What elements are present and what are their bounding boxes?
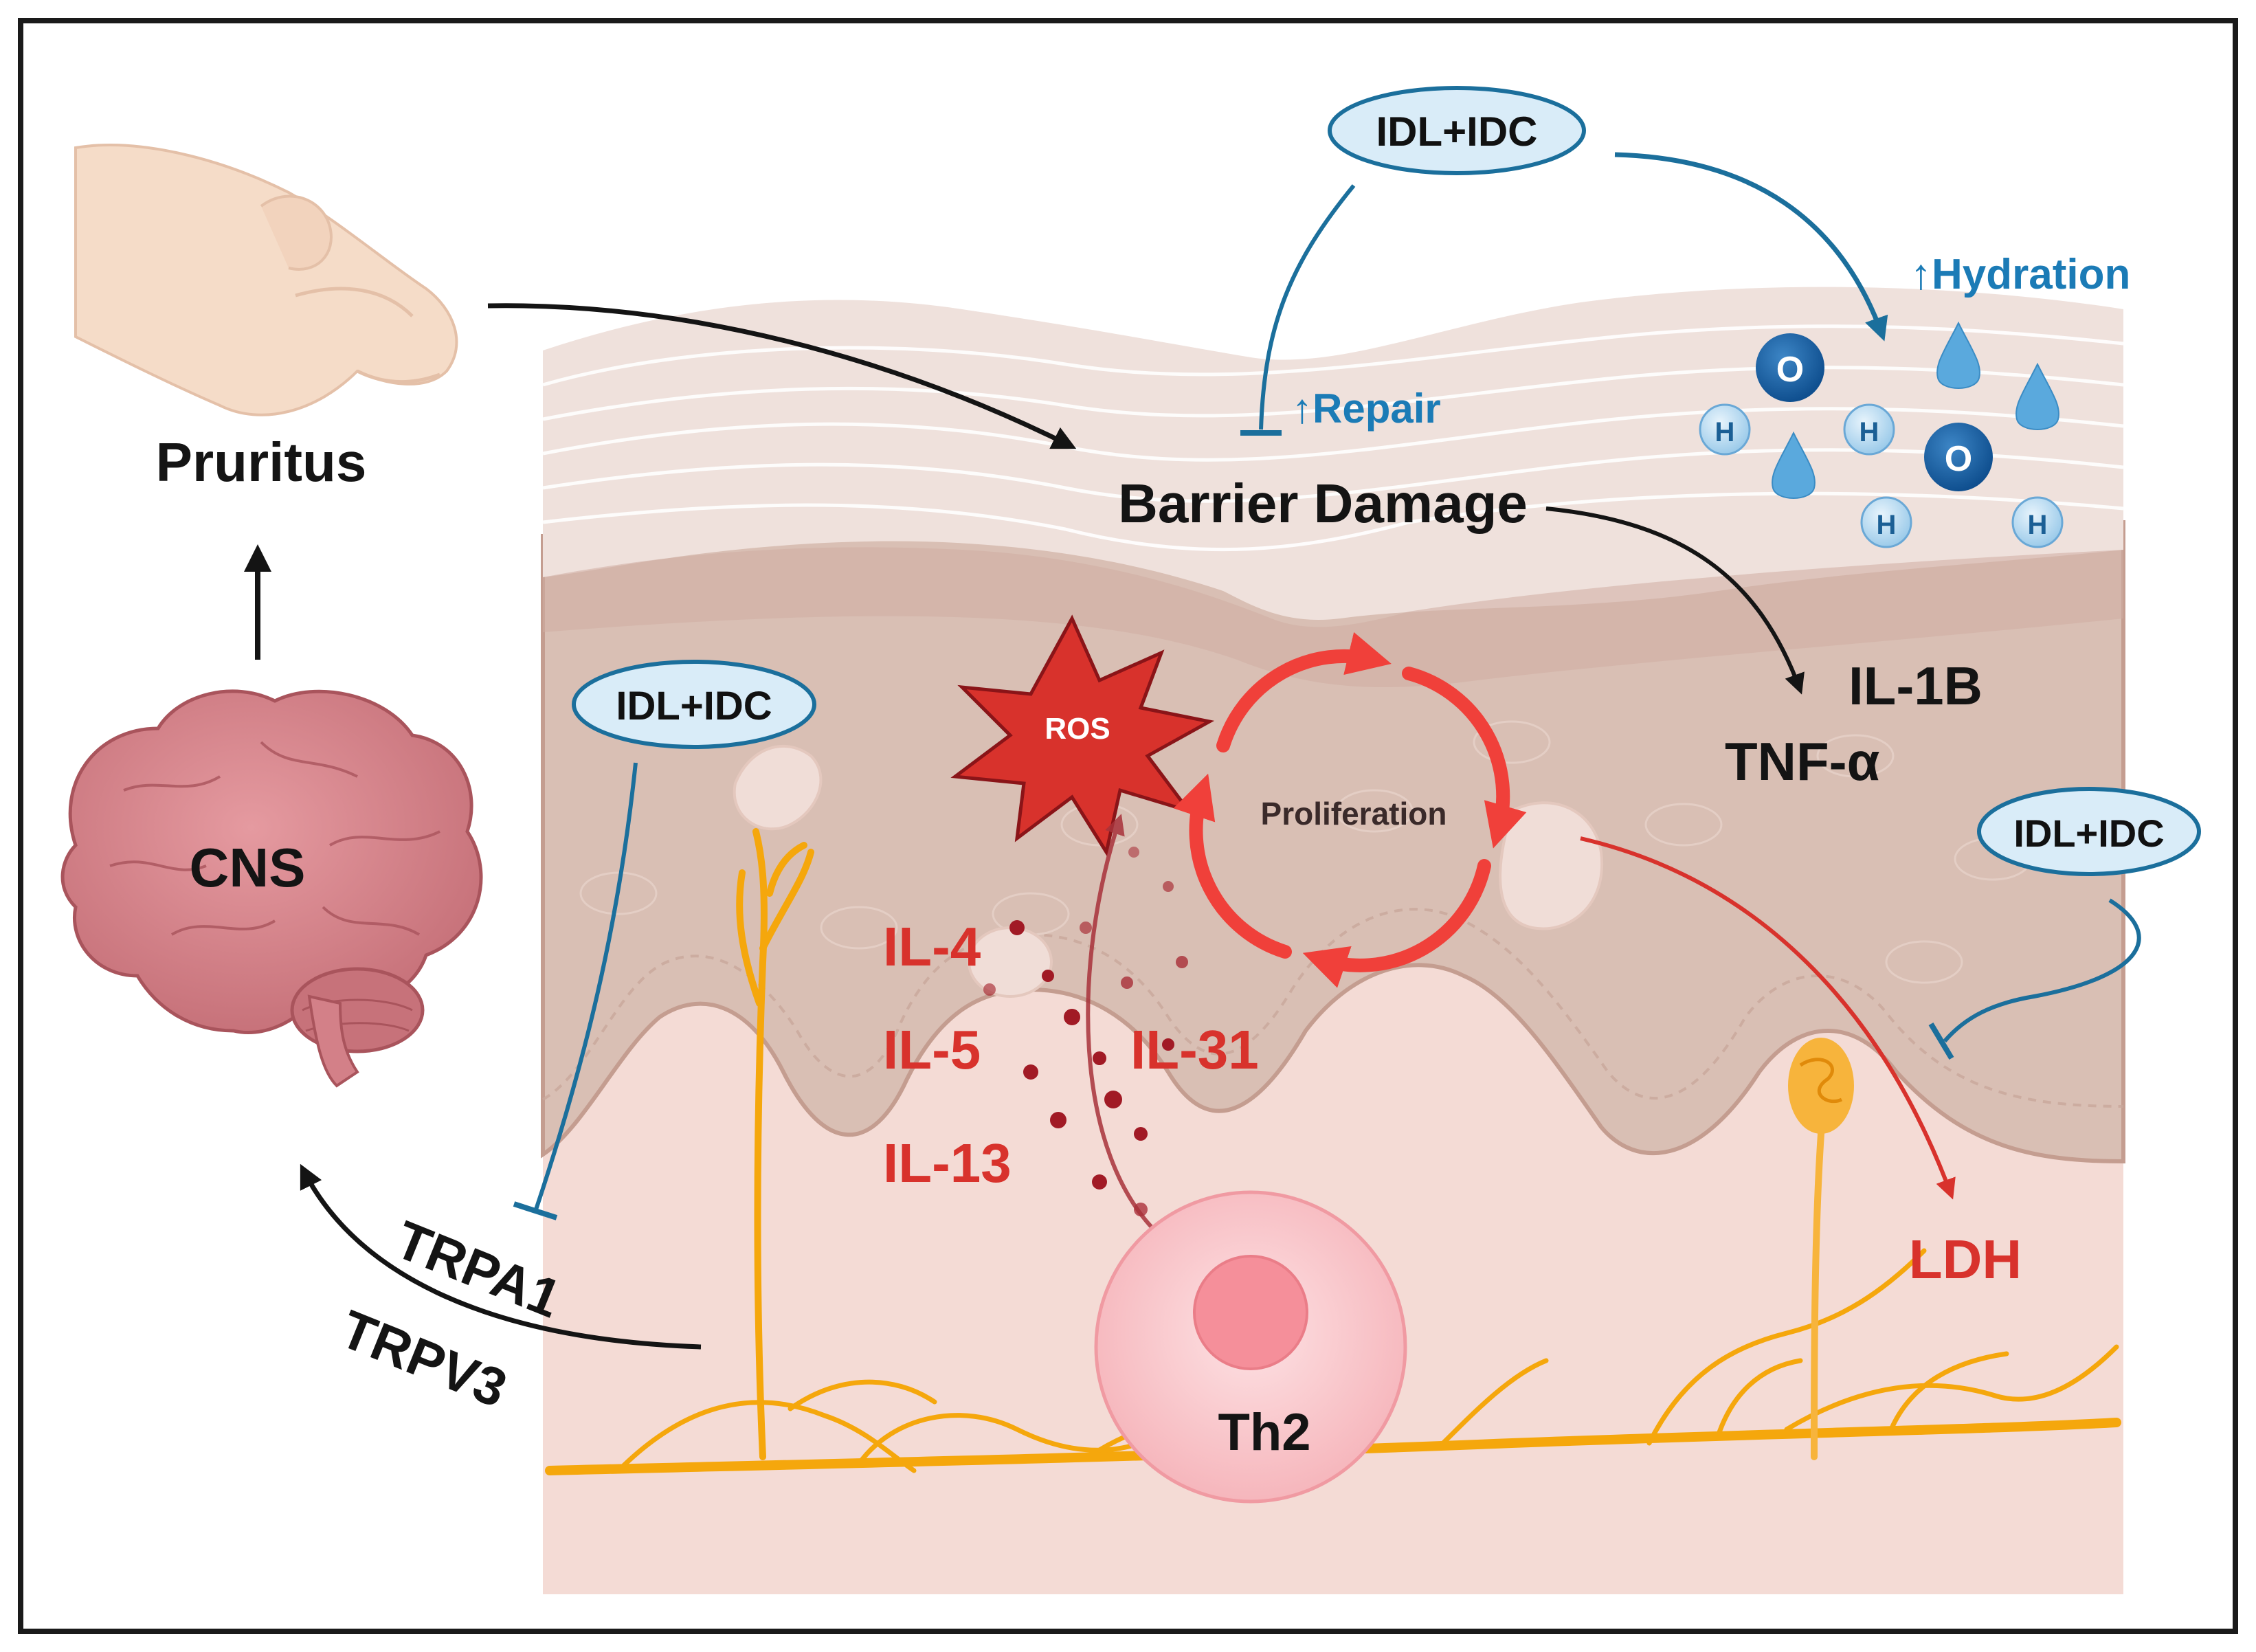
il13-label: IL-13 [883,1132,1012,1194]
water-droplets [1772,321,2059,499]
corneum-strata-lines [542,324,2124,552]
scratching-hands-illustration [74,144,458,416]
proliferation-cycle [1173,632,1527,988]
il31-label: IL-31 [1130,1019,1259,1080]
treatment-badge-top: IDL+IDC [1328,86,1586,175]
water-molecule: O H H [1699,333,1895,456]
cns-label: CNS [190,837,306,898]
pruritus-label: Pruritus [156,432,367,493]
repair-label: ↑Repair [1292,386,1441,432]
epidermal-vesicle [968,926,1053,998]
badge-top-to-hydration-arrow [1614,152,1888,342]
th2-cell: Th2 [1094,1190,1407,1504]
epidermal-vesicle [1499,801,1604,930]
keratinocyte-to-ldh-arrow [1580,836,1956,1200]
water-hydrogen-symbol: H [1877,510,1897,540]
granular-layer [543,547,2123,687]
badge-right-inhibition-line [1943,898,2141,1042]
ros-label: ROS [1045,712,1110,746]
epidermis [541,520,2125,1164]
cytokine-dots [983,847,1188,1216]
hydration-label: ↑Hydration [1910,251,2130,298]
water-hydrogen-symbol: H [1859,417,1879,447]
treatment-badge-text: IDL+IDC [1376,109,1537,155]
basal-layer [542,908,2124,1108]
treatment-badge-right: IDL+IDC [1977,787,2201,876]
il5-label: IL-5 [883,1019,981,1080]
badge-left-inhibition-line [534,762,638,1210]
epidermal-vesicle [733,744,823,831]
badge-right-inhibition-bar [1928,1022,1954,1060]
barrier-to-cytokines-arrow [1545,506,1805,695]
th2-label: Th2 [1218,1403,1310,1462]
water-hydrogen-symbol: H [2028,510,2048,540]
free-nerve-ending [736,828,814,1460]
nerve-to-cns-arrow [300,1163,702,1350]
ldh-label: LDH [1909,1229,2022,1290]
il4-label: IL-4 [883,916,981,977]
th2-to-ros-arrow [1086,814,1163,1239]
water-oxygen-symbol: O [1776,350,1804,390]
il1b-label: IL-1B [1849,656,1983,716]
barrier-damage-label: Barrier Damage [1118,473,1528,534]
treatment-badge-text: IDL+IDC [2013,812,2164,855]
brain-illustration [60,689,483,1088]
ros-burst: ROS [950,614,1215,857]
water-oxygen-symbol: O [1945,439,1972,479]
badge-top-inhibition-line [1259,184,1356,430]
water-molecule: O H H [1860,423,2064,548]
water-hydrogen-symbol: H [1715,417,1735,447]
tnfa-label: TNF-α [1725,731,1880,792]
badge-left-inhibition-bar [513,1201,558,1220]
proliferation-label: Proliferation [1261,796,1447,831]
pruritus-to-barrier-arrow [487,303,1077,449]
sensory-corpuscle [1788,1038,1854,1460]
treatment-badge-text: IDL+IDC [616,684,772,728]
treatment-badge-left: IDL+IDC [572,660,816,749]
